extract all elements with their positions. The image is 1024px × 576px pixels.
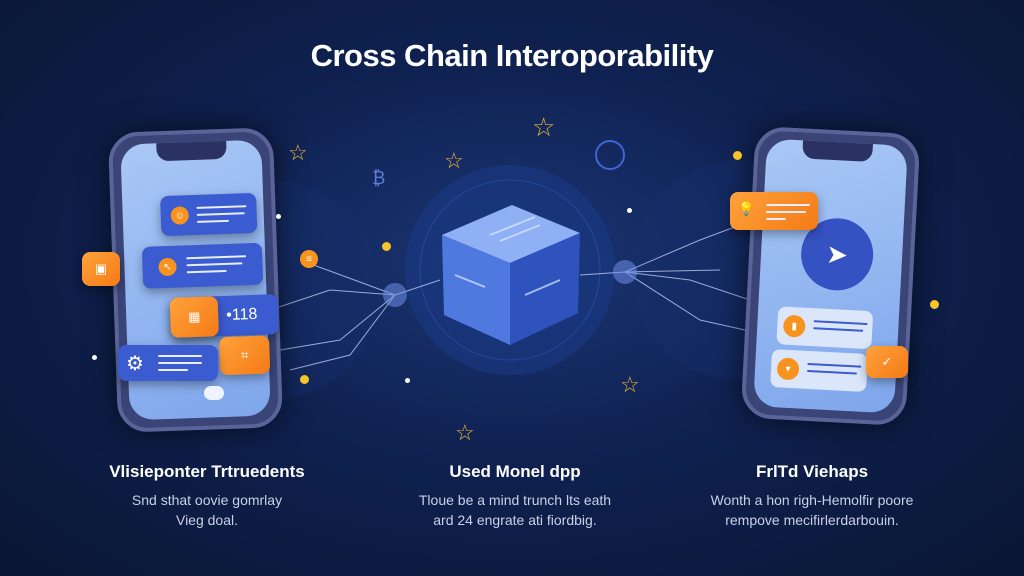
caption-text: Tloue be a mind trunch lts eath [418, 492, 612, 508]
star-icon: ☆ [620, 372, 640, 397]
caption-heading: FrlTd Viehaps [755, 462, 869, 481]
caption-text: rempove mecifirlerdarbouin. [725, 512, 899, 528]
stats-card[interactable]: ▦ •118 [169, 294, 279, 338]
badge-icon: ☺ [170, 206, 190, 225]
gear-icon: ⚙ [126, 353, 144, 375]
phone-notch [801, 140, 873, 162]
list-card[interactable]: ☺ [160, 192, 258, 237]
cloud-icon [204, 386, 224, 400]
ring-icon [595, 140, 625, 170]
star-icon: ☆ [455, 420, 475, 445]
stats-value: •118 [225, 305, 258, 324]
star-icon: ☆ [288, 140, 308, 165]
cursor-icon: ↖ [158, 257, 177, 277]
shield-icon: ▾ [776, 357, 800, 381]
cube-icon [442, 205, 580, 345]
idea-card[interactable]: 💡 [730, 192, 818, 230]
chart-icon: ▦ [169, 296, 219, 338]
phone-notch [155, 140, 227, 162]
page-title: Cross Chain Interoporability [310, 38, 714, 73]
list-card[interactable]: ↖ [141, 242, 264, 289]
caption-text: ard 24 engrate ati fiordbig. [433, 512, 597, 528]
file-icon: ▮ [782, 314, 806, 338]
right-phone: ➤ ▮ ▾ [740, 125, 921, 427]
caption-text: Wonth a hon righ-Hemolfir poore [710, 492, 914, 508]
star-icon: ☆ [532, 112, 556, 142]
check-icon: ✓ [866, 346, 908, 378]
caption-heading: Vlisieponter Trtruedents [109, 462, 305, 481]
floating-app-icon: ▣ [82, 252, 120, 286]
star-icon: ☆ [444, 148, 464, 173]
bitcoin-icon: ₿ [372, 168, 386, 188]
caption-text: Snd sthat oovie gomrlay [131, 492, 283, 508]
node-right [613, 260, 637, 284]
coin-icon: ≡ [300, 250, 318, 268]
settings-card[interactable]: ⚙ [118, 345, 218, 381]
map-icon: ⌗ [219, 335, 271, 376]
caption-text: Vieg doal. [175, 512, 238, 528]
caption-heading: Used Monel dpp [449, 462, 581, 481]
left-phone: ☺ ↖ ▦ •118 ⌗ [107, 127, 284, 433]
node-left [383, 283, 407, 307]
list-card[interactable]: ▾ [770, 349, 868, 393]
cube-ring [419, 179, 601, 361]
lightbulb-icon: 💡 [738, 201, 755, 216]
list-card[interactable]: ▮ [776, 306, 874, 350]
